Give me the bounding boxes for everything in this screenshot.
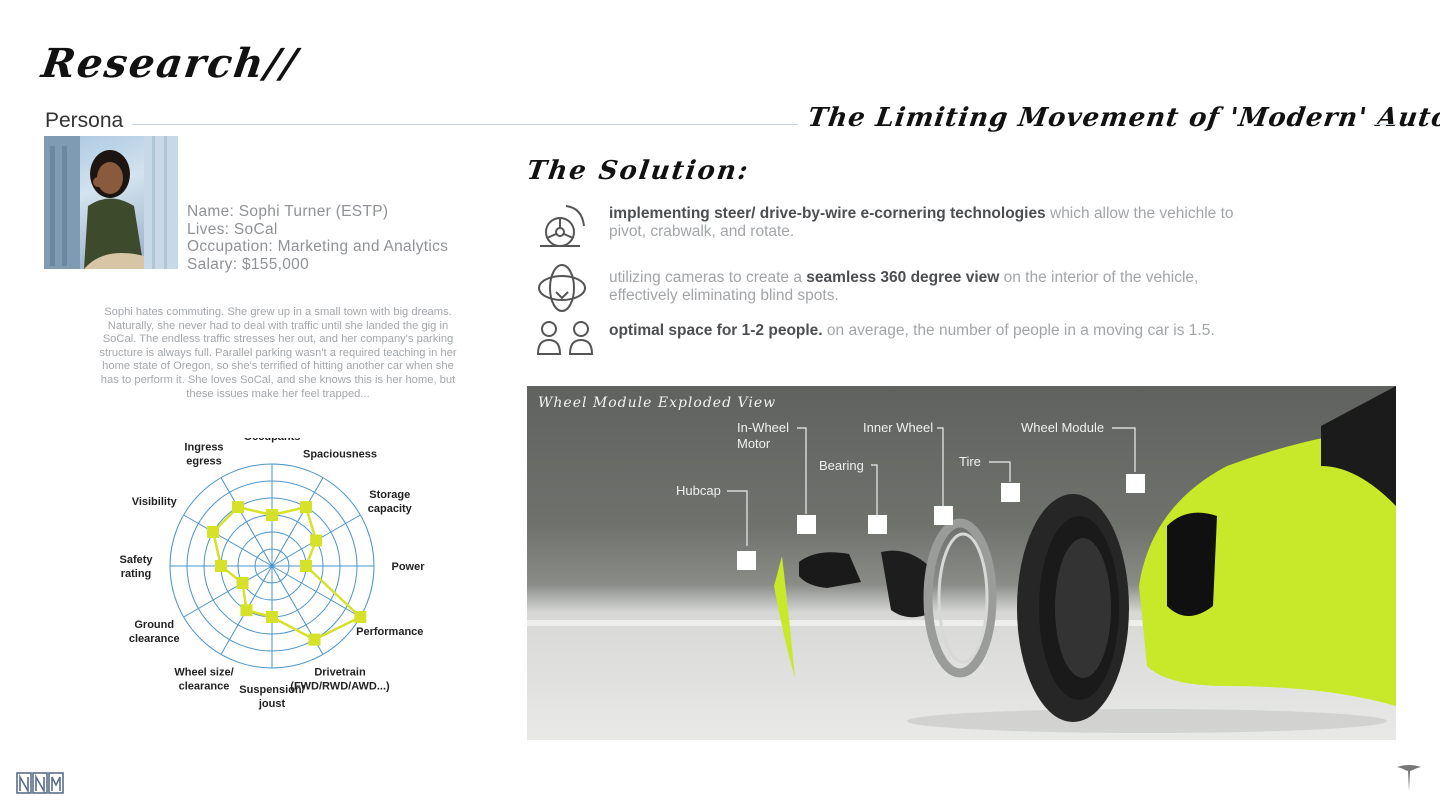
radar-point — [240, 604, 253, 617]
persona-name: Name: Sophi Turner (ESTP) — [187, 203, 389, 220]
persona-label: Persona — [45, 109, 124, 132]
radar-point — [354, 611, 367, 623]
radar-axis-label: Spaciousness — [303, 448, 377, 460]
radar-point — [266, 611, 278, 623]
radar-spoke — [183, 514, 273, 567]
solution-item-2: utilizing cameras to create a seamless 3… — [609, 269, 1199, 304]
radar-axis-label: Visibility — [132, 496, 178, 508]
tesla-logo-icon — [1396, 764, 1422, 792]
part-label-inner-wheel: Inner Wheel — [863, 420, 934, 435]
steering-wheel-icon — [536, 200, 588, 252]
section-title: The Limiting Movement of 'Modern' Automo… — [805, 103, 1440, 133]
radar-point — [232, 501, 244, 514]
designer-logo-icon — [16, 771, 64, 795]
section-title-divider — [1372, 124, 1396, 125]
radar-point — [300, 501, 312, 514]
page-title: Research// — [38, 40, 302, 87]
part-label-tire: Tire — [959, 454, 981, 469]
radar-axis-label: Suspension/joust — [239, 684, 304, 710]
radar-axis-label: Occupants — [244, 438, 301, 443]
radar-point — [300, 560, 312, 572]
radar-spoke — [271, 565, 361, 618]
radar-spoke — [220, 477, 273, 567]
part-label-in-wheel-motor: In-Wheel Motor — [737, 420, 790, 451]
radar-chart: OccupantsSpaciousnessStoragecapacityPowe… — [119, 438, 425, 710]
solution-item-3: optimal space for 1-2 people. on average… — [609, 322, 1215, 339]
part-label-bearing: Bearing — [819, 458, 864, 473]
wheel-exploded-illustration — [527, 386, 1396, 733]
radar-axis-label: Drivetrain(FWD/RWD/AWD...) — [290, 667, 390, 693]
persona-photo-illustration — [44, 136, 178, 269]
exploded-view-title: Wheel Module Exploded View — [538, 395, 777, 411]
wheel-exploded-view: Wheel Module Exploded View Hubcap In-Whe… — [527, 386, 1396, 740]
persona-photo — [44, 136, 178, 269]
radar-point — [215, 560, 227, 572]
radar-point — [236, 577, 249, 589]
radar-point — [310, 534, 323, 547]
people-icon — [536, 318, 594, 370]
part-label-wheel-module: Wheel Module — [1021, 420, 1105, 435]
radar-axis-label: Performance — [356, 626, 423, 638]
rotation-360-icon — [536, 262, 588, 314]
solution-item-1: implementing steer/ drive-by-wire e-corn… — [609, 205, 1234, 240]
radar-point — [207, 526, 220, 538]
persona-salary: Salary: $155,000 — [187, 256, 309, 273]
persona-lives: Lives: SoCal — [187, 221, 278, 238]
solution-heading: The Solution: — [524, 156, 752, 186]
persona-occupation: Occupation: Marketing and Analytics — [187, 238, 449, 255]
radar-axis-label: Power — [391, 561, 425, 573]
radar-spoke — [183, 565, 273, 618]
radar-spoke — [271, 477, 324, 567]
radar-axis-label: Wheel size/clearance — [174, 667, 233, 693]
radar-point — [308, 633, 321, 646]
part-label-hubcap: Hubcap — [676, 483, 721, 498]
persona-bio: Sophi hates commuting. She grew up in a … — [99, 306, 457, 400]
persona-divider — [132, 124, 798, 125]
radar-point — [266, 509, 278, 521]
